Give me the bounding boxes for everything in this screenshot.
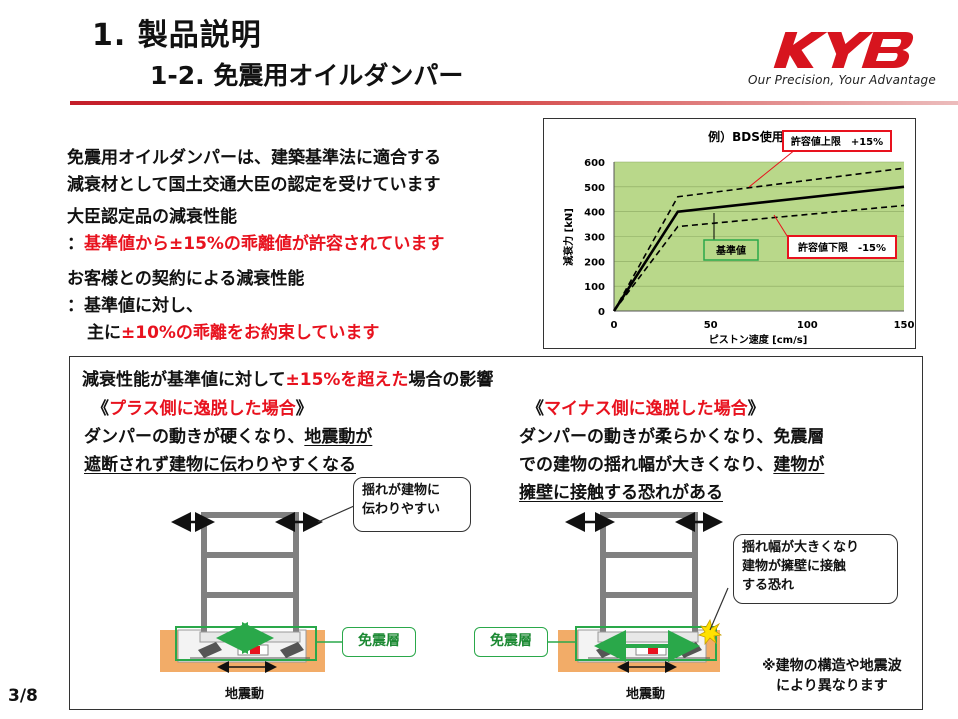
y-tick-label: 0: [598, 307, 605, 318]
plus-line-2: 遮断されず建物に伝わりやすくなる: [84, 455, 356, 475]
intro-text: 免震用オイルダンパーは、建築基準法に適合する 減衰材として国土交通大臣の認定を受…: [67, 145, 441, 199]
intro-line-1: 免震用オイルダンパーは、建築基準法に適合する: [67, 148, 441, 168]
base-annotation-text: 基準値: [715, 244, 746, 257]
intro-line-2: 減衰材として国土交通大臣の認定を受けています: [67, 175, 441, 195]
minus-heading: 《マイナス側に逸脱した場合》: [527, 399, 765, 419]
contract-heading: お客様との契約による減衰性能: [67, 269, 305, 289]
series-line-1: [613, 167, 905, 312]
plus-ground-label: 地震動: [225, 687, 265, 702]
y-axis-label: 減衰力 [kN]: [562, 208, 575, 266]
building-illustrations: [160, 505, 729, 673]
cert-block: 大臣認定品の減衰性能 ：基準値から±15%の乖離値が許容されています: [67, 204, 444, 258]
impact-box: [69, 356, 923, 710]
impact-heading: 減衰性能が基準値に対して±15%を超えた場合の影響: [82, 370, 494, 390]
minus-line-1: ダンパーの動きが柔らかくなり、免震層: [519, 427, 825, 447]
x-tick-label: 0: [611, 320, 618, 331]
plus-callout: 揺れが建物に 伝わりやすい: [353, 477, 471, 532]
minus-layer-label: 免震層: [474, 627, 548, 657]
minus-building: [548, 512, 729, 673]
minus-line-2: での建物の揺れ幅が大きくなり、建物が: [519, 455, 825, 475]
lower-annotation-box: [787, 235, 897, 259]
plus-building: [160, 505, 355, 673]
contract-line-2: 主に±10%の乖離をお約束しています: [87, 323, 380, 343]
series-line-2: [613, 204, 905, 312]
contract-line-1: ：基準値に対し、: [67, 296, 203, 316]
upper-annotation-text: 許容値上限 +15%: [791, 135, 883, 148]
y-tick-label: 200: [584, 257, 605, 268]
cert-heading: 大臣認定品の減衰性能: [67, 207, 237, 227]
cert-line: ：基準値から±15%の乖離値が許容されています: [67, 234, 445, 254]
x-tick-label: 100: [797, 320, 818, 331]
y-tick-label: 100: [584, 282, 605, 293]
kyb-logo: [773, 32, 914, 68]
minus-line-3: 擁壁に接触する恐れがある: [519, 483, 723, 503]
cert-value: 基準値から±15%の乖離値が許容されています: [84, 234, 445, 254]
series-line-0: [612, 185, 905, 312]
y-tick-label: 300: [584, 233, 605, 244]
tagline: Our Precision, Your Advantage: [748, 73, 936, 87]
impact-burst-icon: [697, 618, 723, 646]
contract-value: ±10%の乖離をお約束しています: [121, 323, 380, 343]
plus-line-1: ダンパーの動きが硬くなり、地震動が: [84, 427, 373, 447]
lower-annotation-text: 許容値下限 -15%: [798, 241, 886, 254]
note: ※建物の構造や地震波 により異なります: [762, 658, 902, 694]
y-tick-label: 500: [584, 183, 605, 194]
minus-ground-label: 地震動: [626, 687, 666, 702]
x-tick-label: 50: [704, 320, 718, 331]
page-title: 1. 製品説明: [92, 18, 262, 53]
minus-callout: 揺れ幅が大きくなり 建物が擁壁に接触 する恐れ: [733, 534, 898, 604]
plus-heading: 《プラス側に逸脱した場合》: [92, 399, 313, 419]
plus-layer-label: 免震層: [342, 627, 416, 657]
plus-section: 《プラス側に逸脱した場合》 ダンパーの動きが硬くなり、地震動が 遮断されず建物に…: [84, 395, 372, 479]
contract-block: お客様との契約による減衰性能 ：基準値に対し、 主に±10%の乖離をお約束してい…: [67, 266, 379, 347]
y-tick-label: 600: [584, 158, 605, 169]
minus-section: 《マイナス側に逸脱した場合》 ダンパーの動きが柔らかくなり、免震層 での建物の揺…: [519, 395, 824, 507]
base-annotation-box: [703, 239, 759, 261]
lower-annotation-leader: [773, 214, 790, 240]
x-tick-label: 150: [894, 320, 915, 331]
y-tick-label: 400: [584, 208, 605, 219]
page-number: 3/8: [8, 686, 38, 706]
page-subtitle: 1-2. 免震用オイルダンパー: [150, 61, 464, 90]
header-divider: [70, 101, 958, 105]
x-axis-label: ピストン速度 [cm/s]: [709, 333, 808, 346]
upper-annotation-box: [782, 130, 892, 152]
